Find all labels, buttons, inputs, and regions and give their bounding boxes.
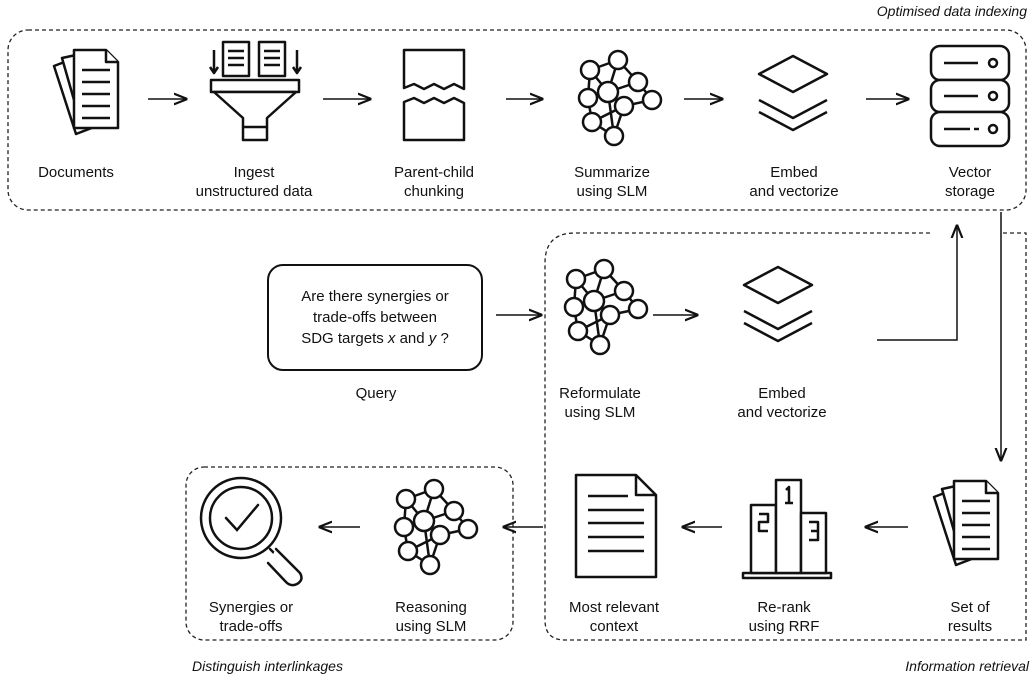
group-label-retrieval: Information retrieval [905, 658, 1029, 674]
database-icon [929, 44, 1011, 148]
funnel-icon [208, 40, 303, 142]
document-icon [574, 473, 658, 579]
arrow-embed-to-storage-lookup [877, 226, 957, 341]
group-box-indexing [7, 29, 1027, 211]
document-stack-icon [932, 479, 1000, 567]
group-label-interlinkages: Distinguish interlinkages [192, 658, 343, 674]
group-label-indexing: Optimised data indexing [876, 3, 1027, 19]
layers-icon [742, 265, 814, 343]
label-query: Query [355, 385, 397, 402]
chunk-icon [402, 48, 466, 142]
group-box-retrieval [544, 232, 1027, 641]
document-stack-icon [52, 48, 120, 136]
query-box: Are there synergies or trade-offs betwee… [267, 264, 483, 371]
neural-network-icon [577, 49, 663, 147]
group-box-interlinkages [185, 466, 514, 641]
neural-network-icon [393, 478, 479, 576]
neural-network-icon [563, 258, 649, 356]
layers-icon [757, 54, 829, 132]
label-documents: Documents [38, 164, 114, 181]
magnifier-check-icon [199, 476, 303, 587]
podium-icon [741, 478, 833, 580]
